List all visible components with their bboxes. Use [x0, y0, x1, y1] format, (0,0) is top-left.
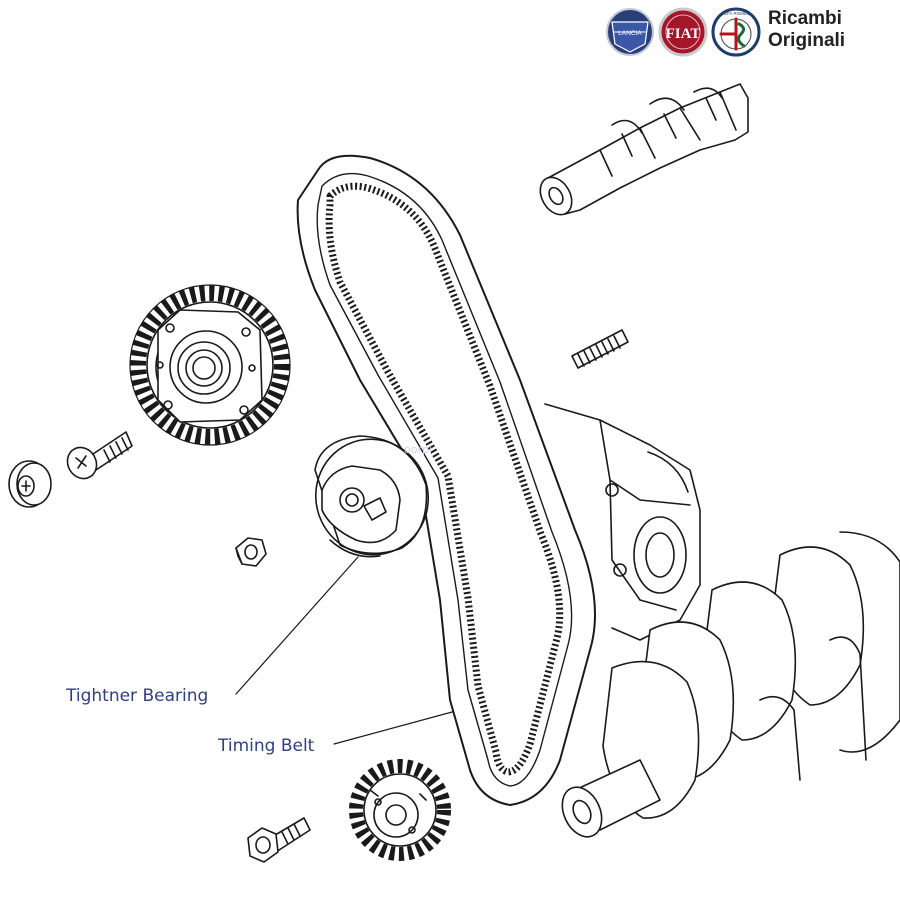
- nut: [235, 537, 267, 567]
- crankshaft-sprocket: [349, 759, 451, 861]
- camshaft: [539, 83, 749, 216]
- belt-leader-line: [333, 711, 453, 745]
- svg-text:FIAT: FIAT: [666, 26, 701, 42]
- watermark: oorpi: [404, 443, 433, 456]
- variator-bolt: [66, 431, 133, 480]
- timing-belt-label: Timing Belt: [218, 736, 315, 756]
- brand-title: Ricambi Originali: [768, 8, 845, 52]
- lancia-logo: LANCIA: [606, 8, 654, 56]
- svg-text:ALFA ROMEO: ALFA ROMEO: [721, 11, 751, 16]
- fiat-logo: FIAT: [658, 7, 708, 57]
- stud: [571, 329, 629, 369]
- tightener-bearing-label: Tightner Bearing: [66, 686, 209, 706]
- brand-title-line-2: Originali: [768, 30, 846, 51]
- engine-block: [544, 403, 701, 641]
- washer: [8, 460, 52, 508]
- crankshaft: [561, 531, 900, 838]
- camshaft-variator-pulley: [129, 284, 291, 446]
- crank-bolt: [247, 817, 311, 863]
- tightener-bearing: [314, 435, 430, 558]
- alfa-romeo-logo: ALFA ROMEO: [711, 7, 761, 57]
- tightener-leader-line: [235, 556, 359, 695]
- brand-title-line-1: Ricambi: [768, 8, 842, 29]
- timing-belt: [296, 154, 596, 806]
- leader-lines: [235, 556, 453, 745]
- svg-text:LANCIA: LANCIA: [618, 30, 642, 37]
